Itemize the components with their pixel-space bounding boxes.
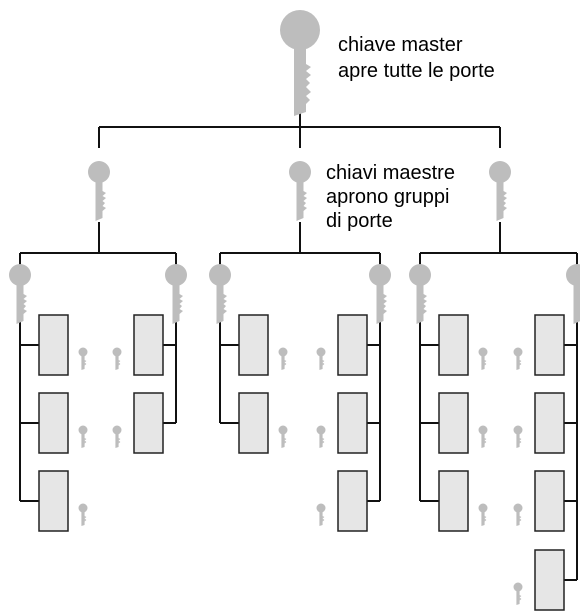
door-2-2-3 — [337, 470, 368, 532]
door-key-icon-2-2-3 — [316, 503, 326, 526]
group-key-label-line1: chiavi maestre — [326, 162, 455, 184]
door-key-icon-3-2-1 — [513, 347, 523, 370]
group-key-label-line2: aprono gruppi — [326, 186, 449, 208]
door-2-2-1 — [337, 314, 368, 376]
door-3-1-3 — [438, 470, 469, 532]
door-key-icon-3-2-3 — [513, 503, 523, 526]
master-key-label-line2: apre tutte le porte — [338, 60, 495, 82]
sub-master-key-icon-1-1 — [9, 264, 31, 324]
group-master-key-icon-2 — [289, 161, 311, 221]
door-icons — [38, 314, 565, 611]
door-key-icon-1-1-2 — [78, 425, 88, 448]
door-key-icon-1-2-2 — [112, 425, 122, 448]
door-2-1-1 — [238, 314, 269, 376]
master-key-label-line1: chiave master — [338, 34, 463, 56]
door-1-2-1 — [133, 314, 164, 376]
door-3-1-1 — [438, 314, 469, 376]
sub-master-key-icon-1-2 — [165, 264, 187, 324]
door-key-icon-1-1-1 — [78, 347, 88, 370]
door-1-2-2 — [133, 392, 164, 454]
door-key-icon-1-1-3 — [78, 503, 88, 526]
door-3-2-2 — [534, 392, 565, 454]
door-3-2-3 — [534, 470, 565, 532]
door-key-icon-2-2-2 — [316, 425, 326, 448]
door-3-1-2 — [438, 392, 469, 454]
door-key-icon-3-2-2 — [513, 425, 523, 448]
door-2-2-2 — [337, 392, 368, 454]
group-master-key-icon-3 — [489, 161, 511, 221]
door-key-icon-1-2-1 — [112, 347, 122, 370]
group-key-label-line3: di porte — [326, 210, 393, 232]
door-key-icon-3-1-1 — [478, 347, 488, 370]
door-2-1-2 — [238, 392, 269, 454]
door-key-icon-2-1-2 — [278, 425, 288, 448]
hierarchy-connection-lines — [19, 108, 578, 581]
sub-master-key-icon-2-1 — [209, 264, 231, 324]
door-3-2-1 — [534, 314, 565, 376]
master-key-icon — [280, 10, 320, 116]
key-icons — [9, 10, 580, 605]
door-key-icon-2-2-1 — [316, 347, 326, 370]
door-key-icon-2-1-1 — [278, 347, 288, 370]
door-key-icon-3-2-4 — [513, 582, 523, 605]
door-3-2-4 — [534, 549, 565, 611]
door-key-icon-3-1-2 — [478, 425, 488, 448]
sub-master-key-icon-3-1 — [409, 264, 431, 324]
group-master-key-icon-1 — [88, 161, 110, 221]
sub-master-key-icon-3-2 — [566, 264, 580, 324]
door-1-1-2 — [38, 392, 69, 454]
door-1-1-3 — [38, 470, 69, 532]
door-key-icon-3-1-3 — [478, 503, 488, 526]
sub-master-key-icon-2-2 — [369, 264, 391, 324]
door-1-1-1 — [38, 314, 69, 376]
